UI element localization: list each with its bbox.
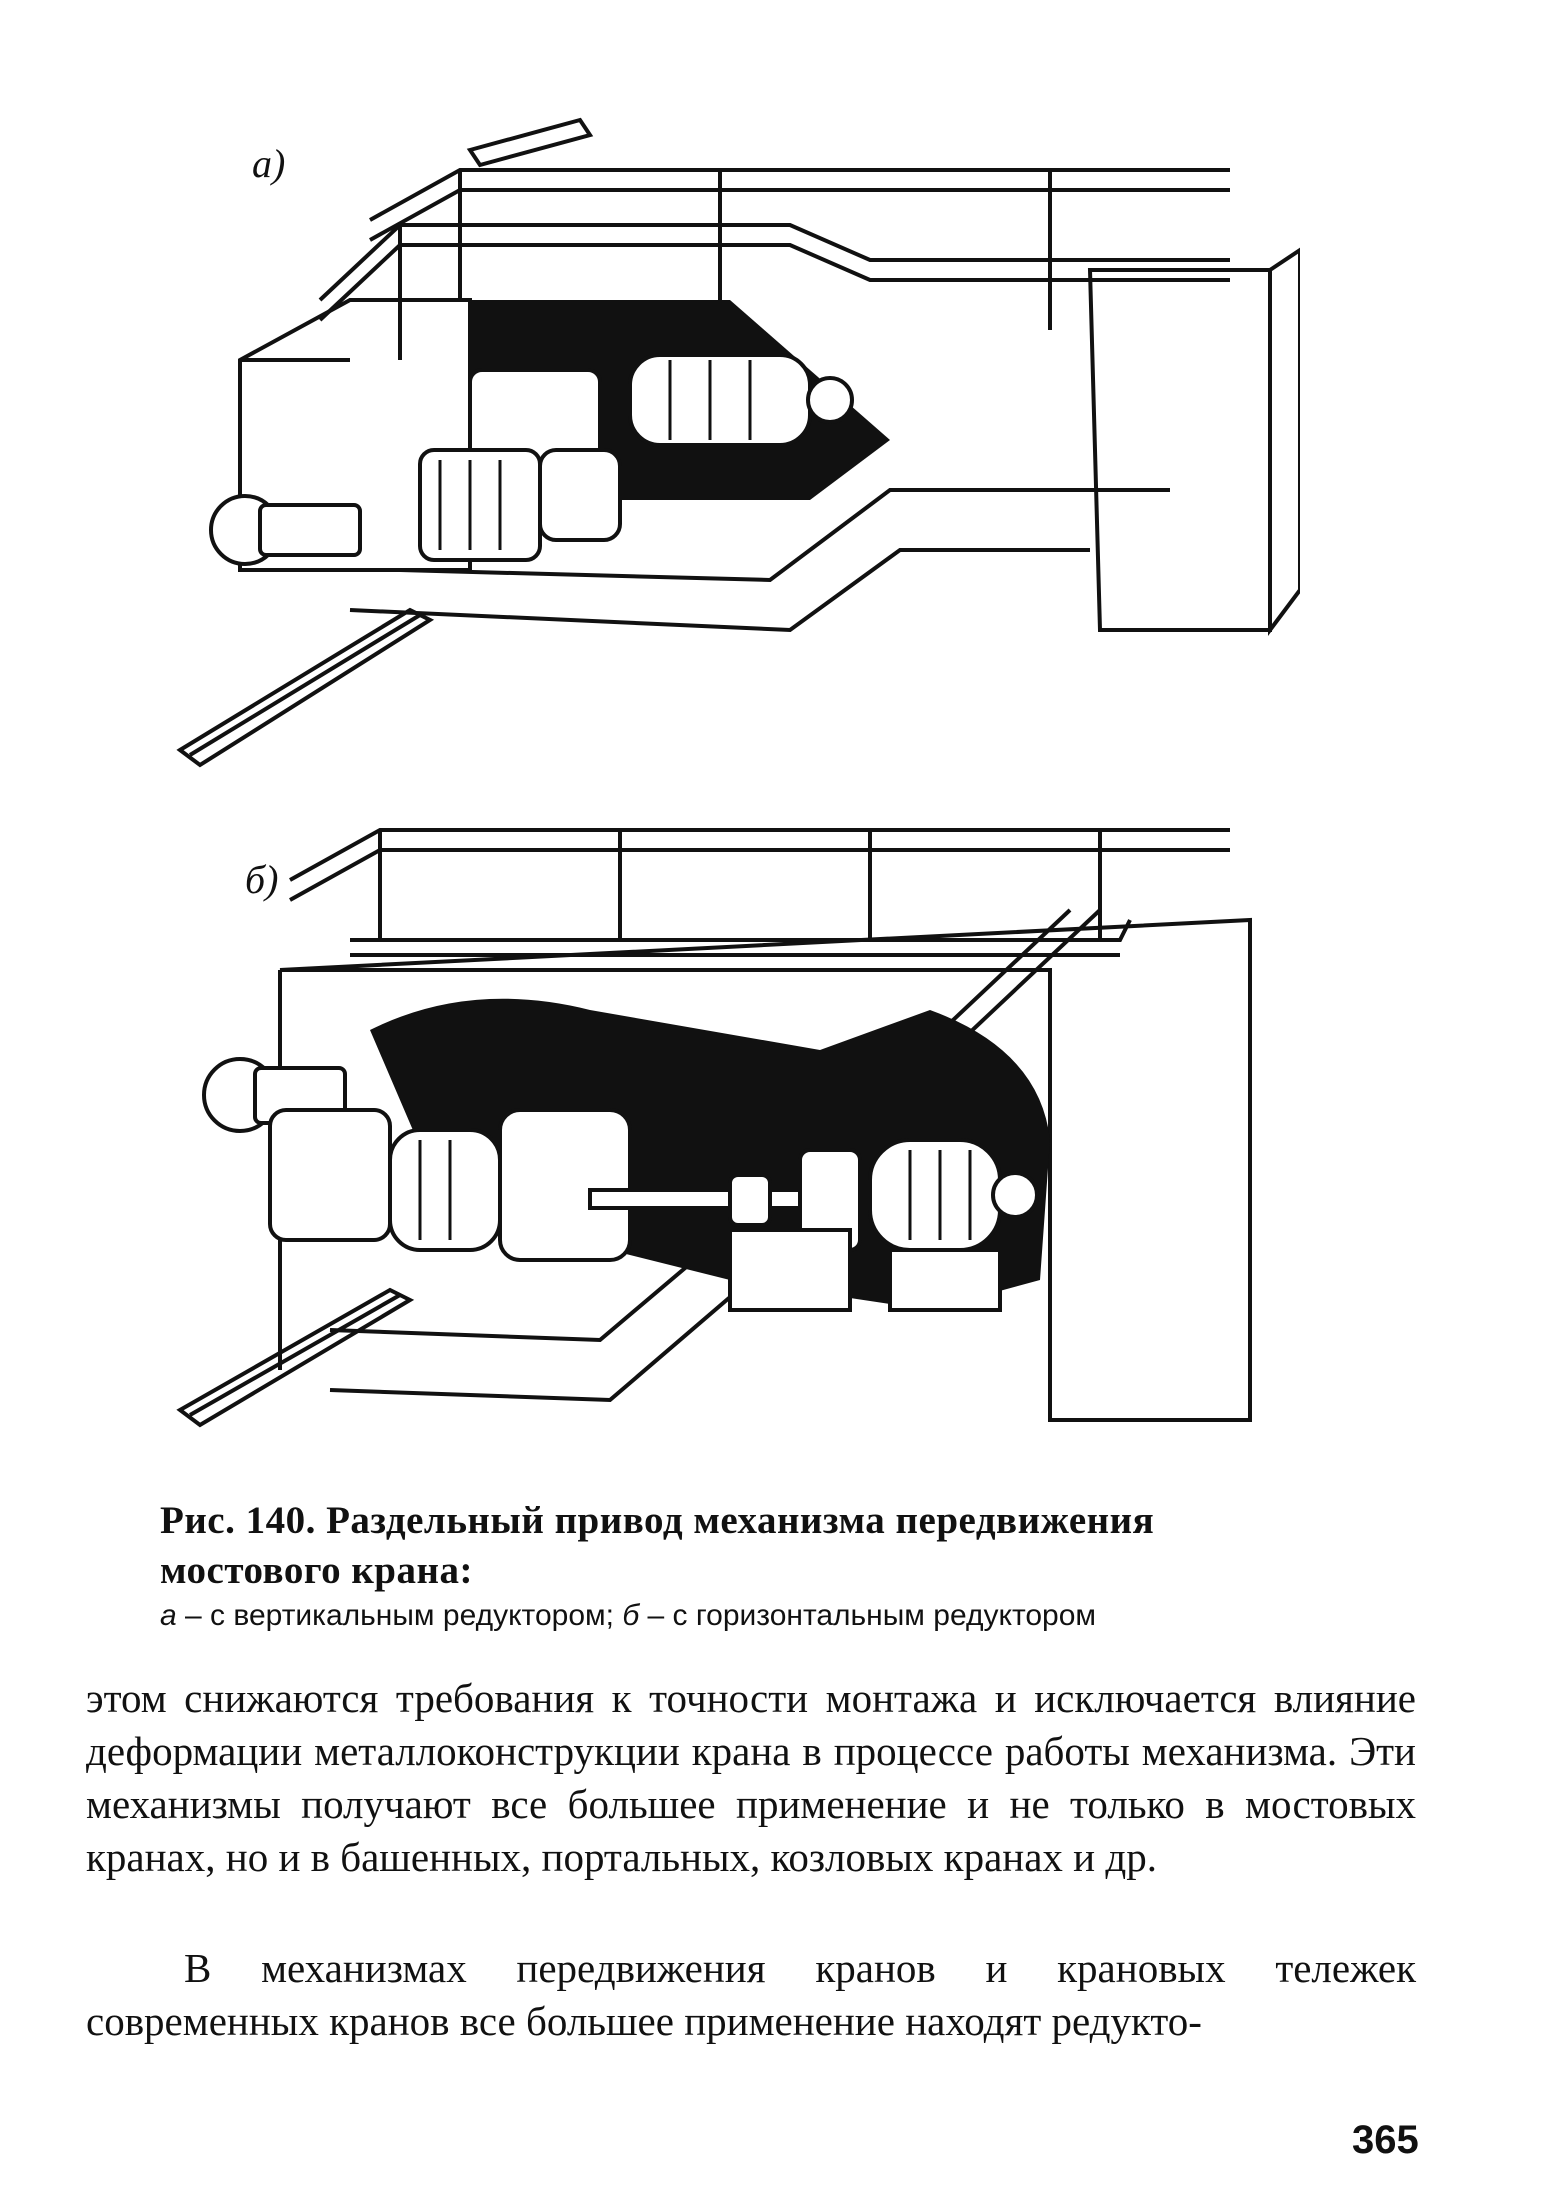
figure-caption-subtitle: а – с вертикальным редуктором; б – с гор… [160, 1598, 1360, 1634]
figure-a-drawing [176, 117, 1300, 768]
body-paragraph-2: В механизмах передвижения кранов и крано… [86, 1945, 1416, 2044]
figure-a-label: а) [252, 141, 286, 186]
caption-sub-a-letter: а [160, 1599, 177, 1632]
body-paragraph-1: этом снижаются требования к точности мон… [86, 1675, 1416, 1880]
caption-sub-b-text: – с горизонтальным редуктором [639, 1599, 1097, 1632]
figure-b-label: б) [245, 857, 279, 902]
page-number: 365 [1352, 2118, 1419, 2162]
caption-sub-b-letter: б [622, 1599, 640, 1632]
figure-b-drawing [176, 828, 1252, 1428]
figure-caption-title: Рис. 140. Раздельный привод механизма пе… [160, 1499, 1155, 1592]
caption-sub-a-text: – с вертикальным редуктором; [176, 1599, 623, 1632]
